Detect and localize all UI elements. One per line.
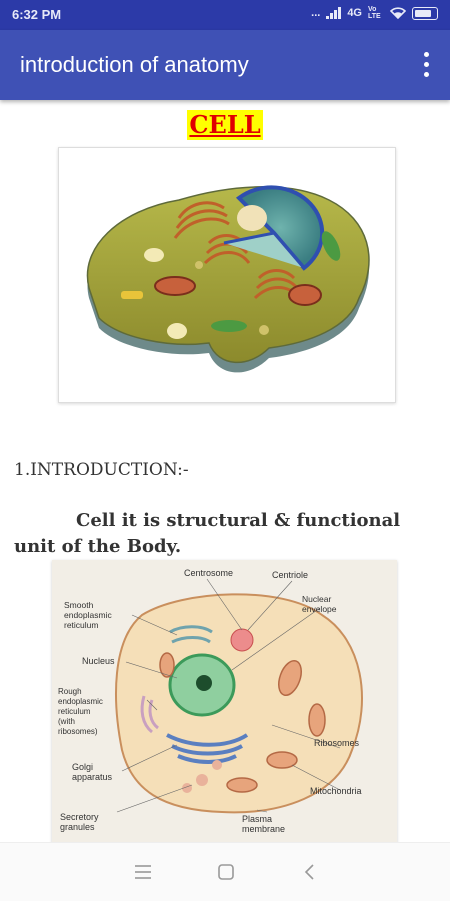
golgi-shape (166, 733, 249, 764)
battery-icon (412, 6, 438, 20)
mitochondria-shapes (159, 652, 326, 793)
smooth-er-shape (169, 625, 213, 644)
square-home-icon[interactable] (214, 861, 238, 883)
signal-icon (326, 7, 342, 19)
label-centrosome: Centrosome (184, 568, 233, 578)
nucleolus-shape (196, 675, 212, 691)
label-mitochondria: Mitochondria (310, 786, 362, 796)
back-chevron-icon[interactable] (298, 861, 322, 883)
menu-lines-icon[interactable] (131, 861, 155, 883)
rough-er-shape (140, 695, 159, 734)
secretory-granule-shapes (182, 760, 222, 793)
status-bar: 6:32 PM ... 4G Vo LTE (0, 0, 450, 30)
heading-wrap: CELL (0, 110, 450, 140)
page-heading: CELL (187, 110, 263, 140)
volte-badge: Vo LTE (368, 6, 381, 20)
status-dots: ... (311, 7, 321, 19)
system-nav-bar (0, 842, 450, 901)
status-time: 6:32 PM (12, 7, 62, 22)
more-vert-icon[interactable] (416, 50, 436, 80)
content-area[interactable]: CELL (0, 100, 450, 842)
intro-paragraph: Cell it is structural & functional unit … (14, 510, 401, 557)
cell-3d-illustration (86, 185, 370, 373)
cell-3d-image (58, 147, 396, 403)
wifi-icon (390, 7, 406, 19)
app-title: introduction of anatomy (20, 52, 249, 77)
section-title: 1.INTRODUCTION:- (14, 460, 189, 480)
network-type: 4G (347, 7, 362, 19)
label-ribosomes: Ribosomes (314, 738, 360, 748)
app-bar: introduction of anatomy (0, 30, 450, 100)
status-icons: ... 4G Vo LTE (311, 6, 438, 20)
centrosome-shape (230, 628, 254, 652)
label-centriole: Centriole (272, 570, 308, 580)
label-nucleus: Nucleus (82, 656, 115, 666)
